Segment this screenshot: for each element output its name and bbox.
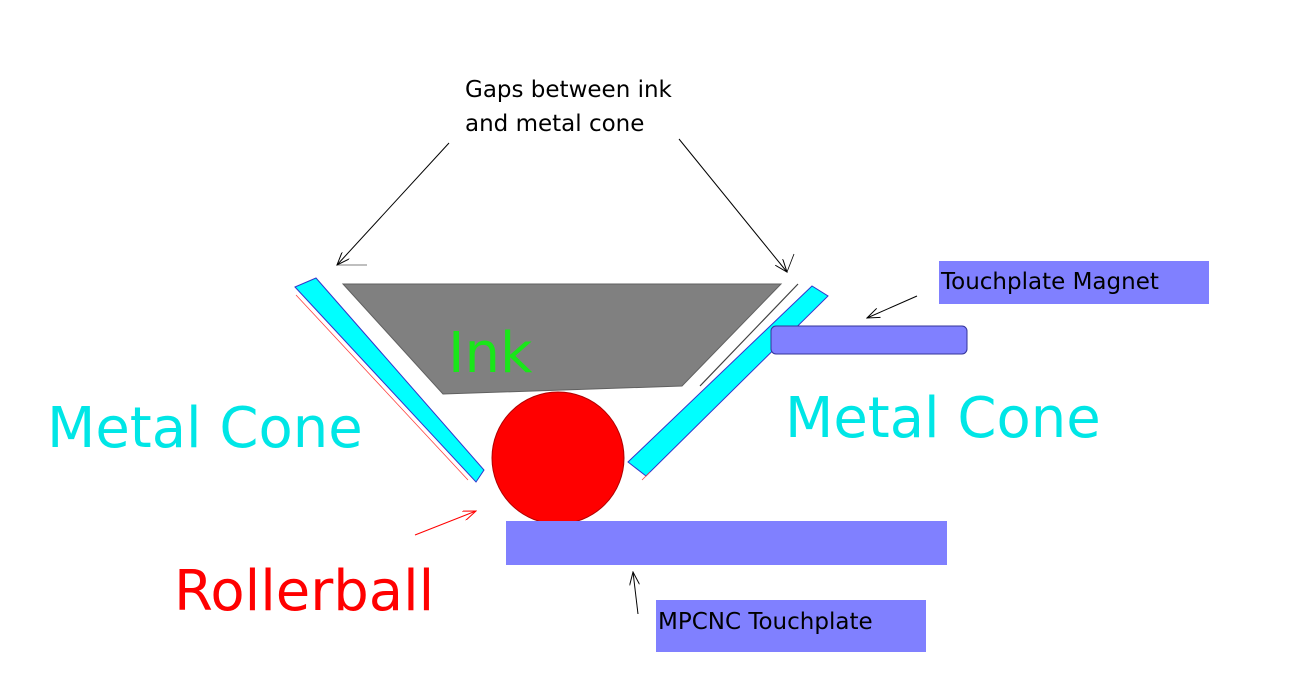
rollerball-label: Rollerball [174, 559, 434, 624]
rollerball [491, 391, 625, 525]
gap-arrow-right [678, 138, 787, 272]
touchplate-magnet [770, 325, 968, 355]
ink-label: Ink [448, 321, 533, 386]
metal-cone-left-label: Metal Cone [47, 396, 363, 461]
mpcnc-touchplate-label: MPCNC Touchplate [658, 609, 873, 635]
gaps-label-line2: and metal cone [465, 111, 644, 137]
touchplate-arrow [633, 572, 638, 615]
gaps-label-line1: Gaps between ink [465, 77, 673, 103]
mpcnc-touchplate-label-box [656, 600, 926, 652]
mpcnc-touchplate [506, 521, 947, 565]
ink-body [341, 283, 783, 395]
metal-cone-right-label: Metal Cone [785, 386, 1101, 451]
gap-arrow-left [337, 142, 450, 265]
gap-arrow-right-tip [786, 253, 795, 273]
rollerball-arrow [414, 511, 476, 536]
metal-cone-left [294, 277, 485, 483]
touchplate-magnet-label: Touchplate Magnet [940, 269, 1159, 295]
magnet-arrow [867, 295, 918, 318]
touchplate-magnet-label-box [939, 261, 1209, 304]
